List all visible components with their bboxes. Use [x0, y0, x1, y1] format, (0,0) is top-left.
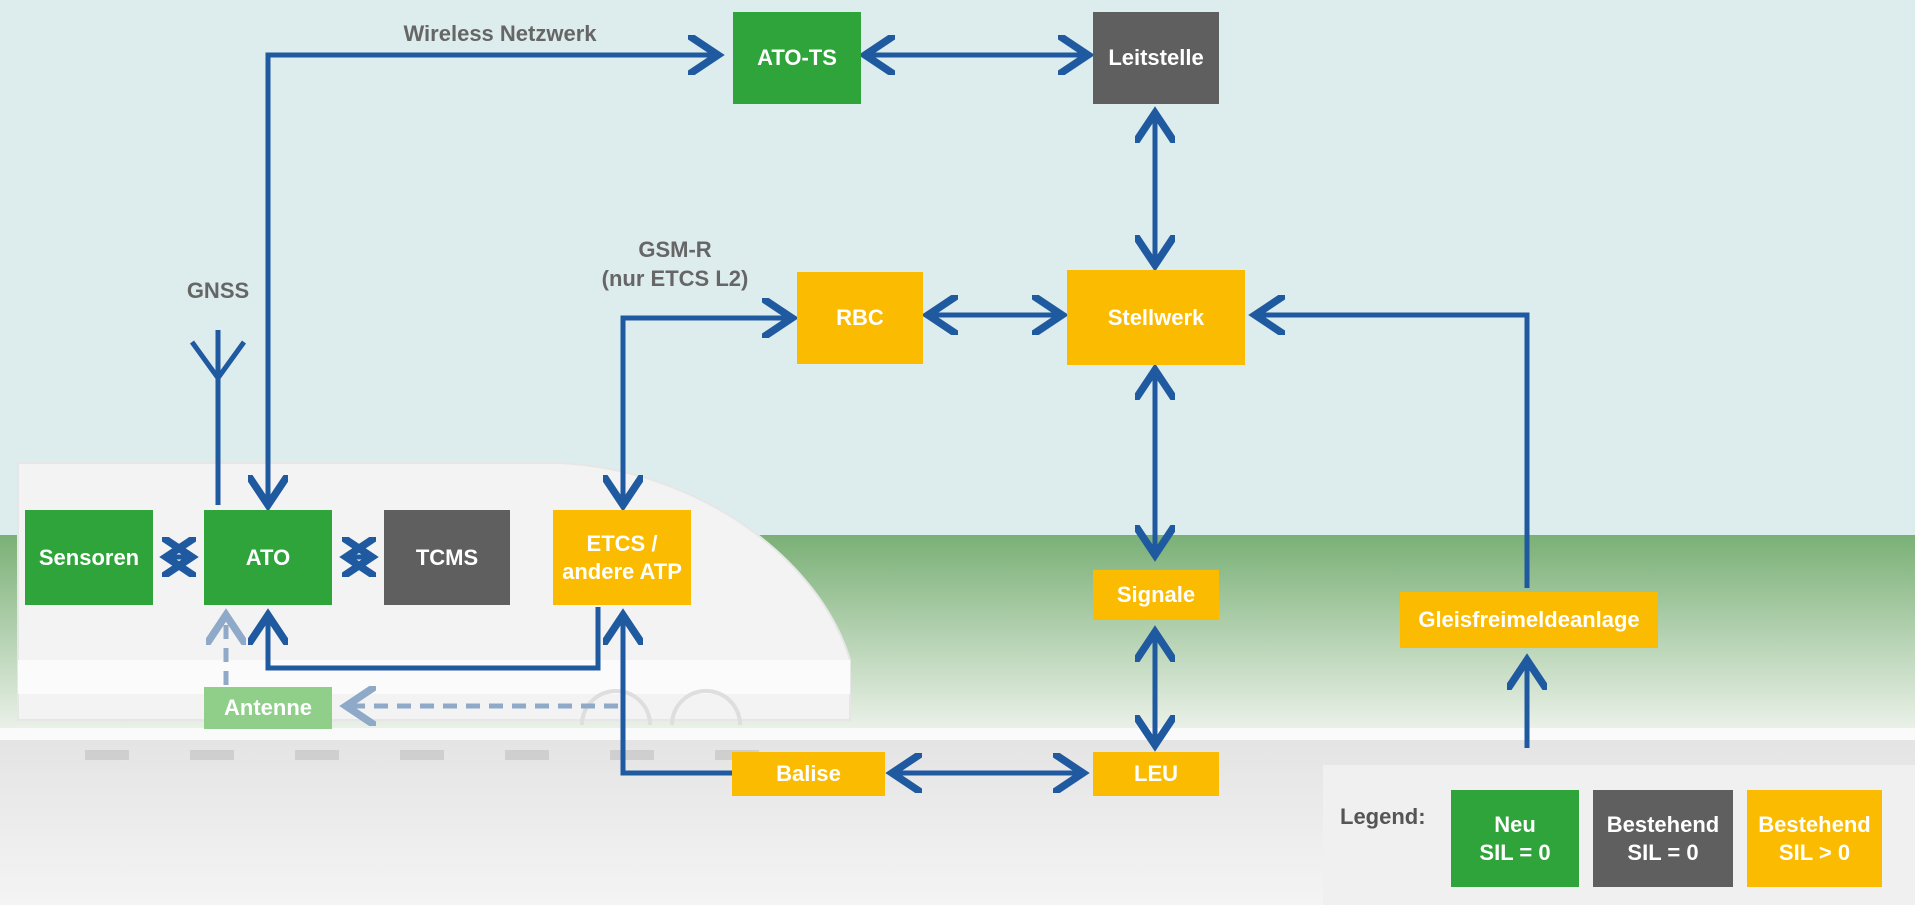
ato-box: ATO [204, 510, 332, 605]
legend-item-label: Neu [1494, 812, 1536, 837]
connector-etcs-ato [268, 607, 601, 671]
connector-etcs-rbc [623, 318, 792, 505]
antenne-box: Antenne [204, 687, 332, 729]
sensoren-box: Sensoren [25, 510, 153, 605]
gsmr-label-line1: GSM-R [638, 237, 712, 262]
balise-box: Balise [732, 752, 885, 796]
ato-ts-box: ATO-TS [733, 12, 861, 104]
legend-item-sil: SIL > 0 [1778, 839, 1851, 865]
gleisfreimeldeanlage-box: Gleisfreimeldeanlage [1400, 592, 1658, 648]
legend-item-label: Bestehend [1606, 812, 1720, 837]
legend-item-bestehend-sil0: Bestehend SIL = 0 [1593, 790, 1733, 887]
leu-box: LEU [1093, 752, 1219, 796]
legend-title: Legend: [1340, 804, 1426, 829]
legend-item-bestehend-sil-gt0: Bestehend SIL > 0 [1747, 790, 1882, 887]
gsmr-label: GSM-R (nur ETCS L2) [590, 236, 760, 293]
signale-box: Signale [1093, 570, 1219, 620]
gnss-antenna-icon [189, 330, 247, 505]
etcs-box-line1: ETCS / [586, 531, 658, 556]
connector-ato-atots [268, 55, 718, 505]
rbc-box: RBC [797, 272, 923, 364]
legend-item-label: Bestehend [1758, 812, 1871, 837]
stellwerk-box: Stellwerk [1067, 270, 1245, 365]
leitstelle-box: Leitstelle [1093, 12, 1219, 104]
etcs-box-line2: andere ATP [562, 558, 682, 584]
gsmr-label-line2: (nur ETCS L2) [601, 265, 749, 291]
tcms-box: TCMS [384, 510, 510, 605]
gnss-label: GNSS [186, 278, 250, 303]
connector-balise-etcs [623, 615, 732, 776]
legend-item-sil: SIL = 0 [1627, 839, 1699, 865]
legend-item-sil: SIL = 0 [1479, 839, 1551, 865]
wireless-network-label: Wireless Netzwerk [403, 21, 597, 46]
train-wheel-2 [670, 689, 742, 726]
etcs-box: ETCS / andere ATP [553, 510, 691, 605]
connector-gleis-stellwerk [1255, 315, 1530, 588]
rail [0, 728, 1915, 740]
train-wheel-1 [580, 689, 652, 726]
legend-item-neu: Neu SIL = 0 [1451, 790, 1579, 887]
